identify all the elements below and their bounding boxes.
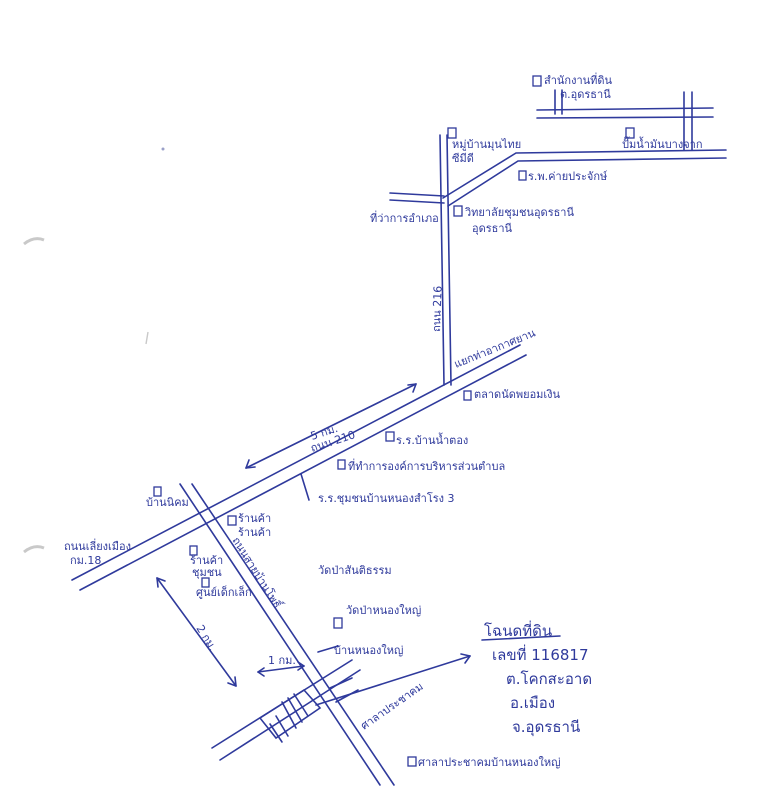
label-left-edge: ถนนเลี่ยงเมือง bbox=[64, 538, 131, 553]
stray-mark bbox=[145, 331, 149, 345]
label-top-right-temple: ปั๊มน้ำมันบางจาก bbox=[622, 136, 703, 151]
label-temple-2: วัดป่าหนองใหญ่ bbox=[346, 604, 421, 617]
dimension-5km bbox=[245, 383, 417, 469]
callout-line3: จ.อุดรธานี bbox=[512, 718, 580, 737]
binder-hole-top bbox=[23, 237, 45, 246]
label-right-landmark: ตลาดนัดพยอมเงิน bbox=[474, 388, 561, 401]
callout-title: โฉนดที่ดิน bbox=[484, 620, 552, 640]
label-small-shop-2: ร้านค้า bbox=[238, 526, 271, 539]
dimension-lines bbox=[156, 383, 471, 706]
label-temple-center: วัดป่าสันติธรรม bbox=[318, 564, 392, 577]
label-school: ร.ร.บ้านน้ำตอง bbox=[396, 432, 468, 447]
label-small-shop-1: ร้านค้า bbox=[238, 512, 271, 525]
label-district-office: สำนักงานที่ดิน bbox=[544, 72, 613, 87]
label-left-temple: ที่ว่าการอำเภอ bbox=[370, 210, 439, 225]
label-housing: ร.พ.ค่ายประจักษ์ bbox=[528, 170, 608, 183]
road-cross-left bbox=[389, 192, 445, 197]
label-side-shop-b: ศูนย์เด็กเล็ก bbox=[196, 585, 252, 599]
label-hospital-sub: อุดรธานี bbox=[472, 222, 513, 235]
stray-mark bbox=[161, 147, 165, 151]
label-shop: ที่ทำการองค์การบริหารส่วนตำบล bbox=[348, 458, 505, 473]
road-top-right-upper bbox=[536, 107, 714, 111]
label-temple-3: บ้านหนองใหญ่ bbox=[334, 644, 403, 657]
label-side-shop-a: ร้านค้า bbox=[190, 554, 223, 567]
label-market-sub: ซีมีดี bbox=[452, 152, 474, 165]
label-1km: 1 กม. bbox=[268, 654, 296, 667]
callout-number: เลขที่ 116817 bbox=[492, 644, 589, 664]
map-labels: สำนักงานที่ดิน ต.อุดรธานี ปั๊มน้ำมันบางจ… bbox=[64, 72, 703, 769]
landmark-squares bbox=[153, 75, 635, 767]
road-upper-long bbox=[442, 149, 727, 199]
label-school-2: ร.ร.ชุมชนบ้านหนองสำโรง 3 bbox=[318, 491, 455, 505]
callout-line2: อ.เมือง bbox=[510, 694, 555, 712]
callout-line1: ต.โคกสะอาด bbox=[506, 670, 592, 688]
land-parcel bbox=[258, 688, 322, 743]
label-market: หมู่บ้านมุนไทย bbox=[452, 138, 521, 151]
label-left-edge-sub: กม.18 bbox=[70, 554, 101, 567]
binder-hole-bottom bbox=[23, 545, 45, 554]
label-bottom: ศาลาประชาคมบ้านหนองใหญ่ bbox=[418, 756, 561, 769]
road-210 bbox=[71, 344, 521, 581]
label-district-office-sub: ต.อุดรธานี bbox=[560, 88, 611, 101]
label-road-216: ถนน 216 bbox=[430, 285, 445, 332]
label-side-shop-a-sub: ชุมชน bbox=[192, 566, 222, 579]
callout-pointer-line bbox=[315, 655, 471, 706]
road-main-down bbox=[179, 483, 381, 786]
road-216 bbox=[439, 134, 445, 386]
road-school-spur bbox=[300, 473, 310, 501]
label-hospital: วิทยาลัยชุมชนอุดรธานี bbox=[464, 206, 574, 219]
square-district-office bbox=[532, 75, 542, 87]
dimension-2km bbox=[156, 577, 237, 687]
label-2km: 2 กม. bbox=[193, 623, 219, 654]
label-junction: แยกท่าอากาศยาน bbox=[452, 326, 537, 371]
label-mid-left: บ้านนิคม bbox=[146, 496, 189, 509]
dimension-1km bbox=[257, 665, 305, 673]
deed-callout: โฉนดที่ดิน เลขที่ 116817 ต.โคกสะอาด อ.เม… bbox=[481, 620, 592, 737]
